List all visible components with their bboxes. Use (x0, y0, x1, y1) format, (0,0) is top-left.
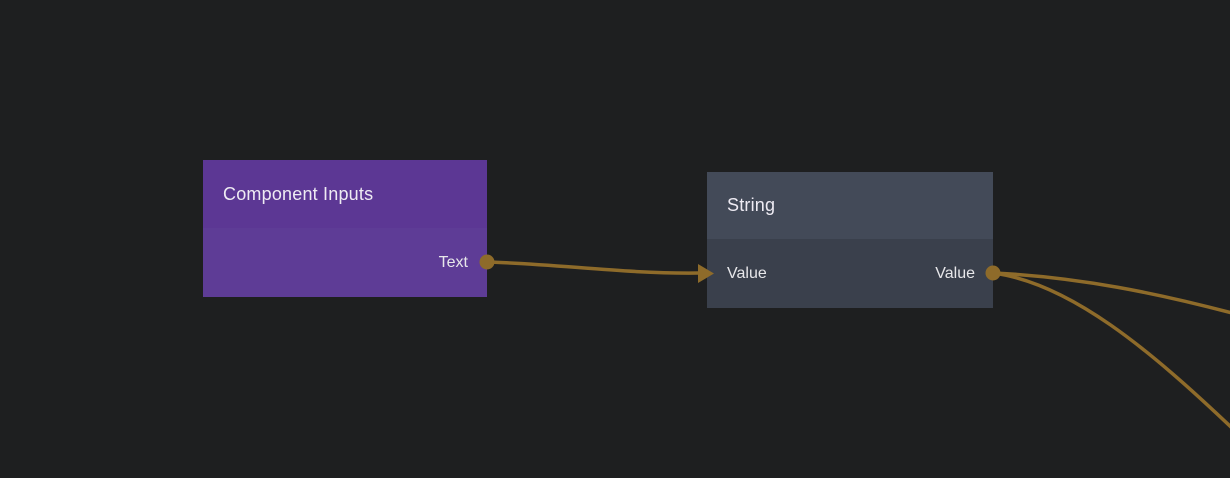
node-title: Component Inputs (223, 183, 374, 204)
output-port-label-value: Value (935, 264, 975, 282)
node-component-inputs-header[interactable]: Component Inputs (203, 160, 487, 228)
node-string[interactable]: String Value Value (707, 172, 993, 308)
output-port-label-text: Text (438, 253, 468, 271)
wire-string-value-offscreen-lower[interactable] (991, 271, 1230, 429)
node-string-body: Value Value (707, 239, 993, 308)
node-component-inputs[interactable]: Component Inputs Text (203, 160, 487, 297)
node-component-inputs-body: Text (203, 228, 487, 297)
wire-component-inputs-text-to-string-value[interactable] (485, 260, 701, 275)
wire-string-value-offscreen-upper[interactable] (991, 271, 1230, 315)
node-title: String (727, 195, 776, 215)
input-port-label-value: Value (727, 264, 767, 282)
node-string-header[interactable]: String (707, 172, 993, 239)
